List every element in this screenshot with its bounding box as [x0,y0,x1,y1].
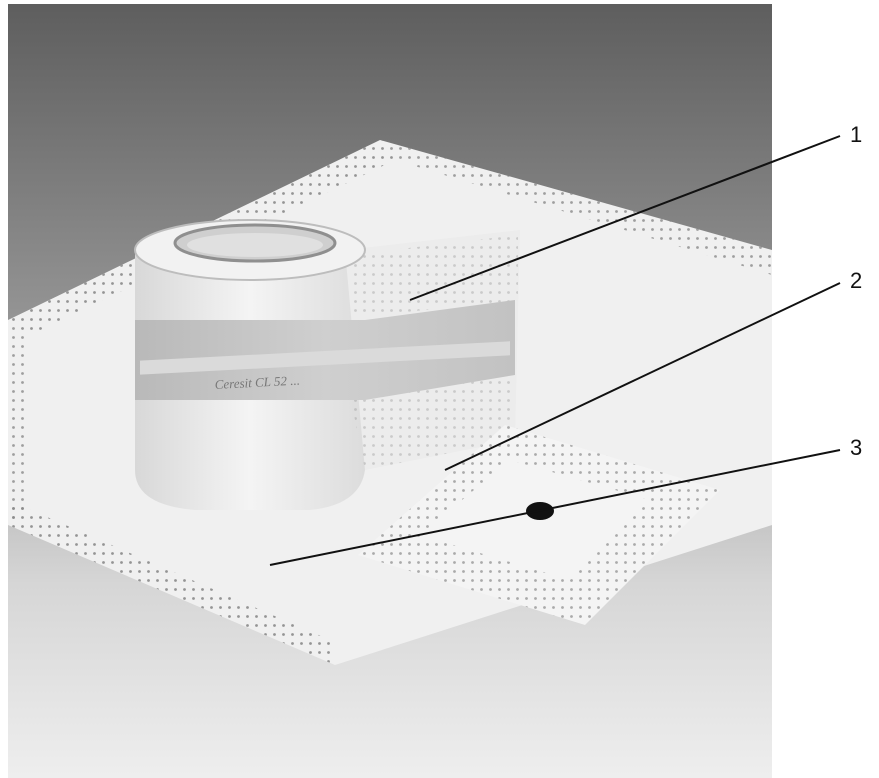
large-sheet-border-bottom [8,500,335,665]
tape-print-stripe [140,341,510,375]
leader-line-3 [269,449,841,566]
leader-line-2 [444,282,841,471]
callout-label-1: 1 [850,122,863,147]
large-sheet-border-left [8,320,30,525]
tape-strip-dots-bottom [350,375,516,470]
tape-print-text: Ceresit CL 52 ... [214,373,300,392]
callout-label-2: 2 [850,268,863,293]
tape-roll-core-inner [187,233,323,257]
callout-label-3: 3 [850,435,863,460]
leader-line-1 [409,135,841,301]
small-sheet-center [420,460,650,580]
large-sheet-border-right [380,140,772,275]
tape-strip-dots-top [350,235,518,318]
tape-band [135,300,515,400]
